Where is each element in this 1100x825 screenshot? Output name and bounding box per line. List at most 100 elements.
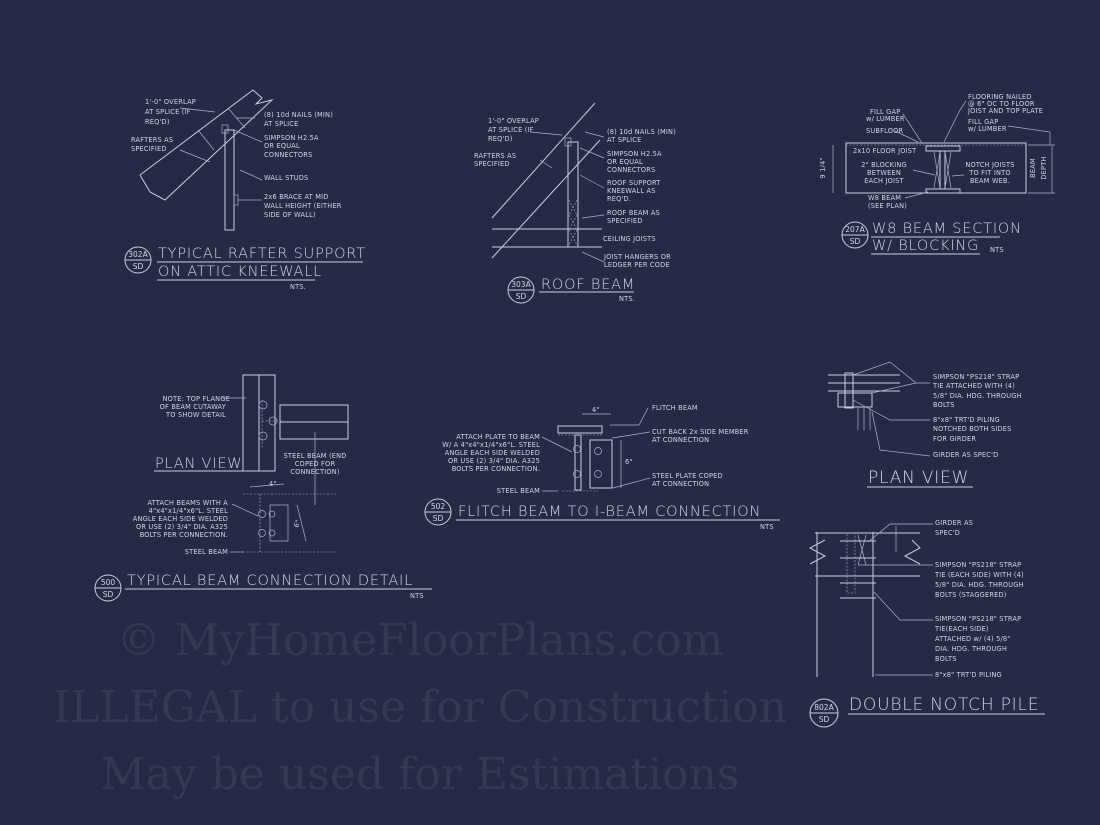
note: 2x6 BRACE AT MID: [264, 193, 329, 201]
note: ROOF SUPPORT: [607, 179, 661, 187]
note: 5/8" DIA. HDG. THROUGH: [933, 392, 1022, 400]
note: COPED FOR: [295, 460, 336, 468]
detail-title: W/ BLOCKING: [872, 238, 979, 254]
note: BOLTS: [933, 401, 955, 409]
note: NOTCHED BOTH SIDES: [933, 425, 1012, 433]
detail-title: DOUBLE NOTCH PILE: [849, 695, 1039, 715]
note: WALL HEIGHT (EITHER: [264, 202, 342, 210]
plan-view-label: PLAN VIEW: [155, 456, 242, 472]
note: AT CONNECTION: [652, 480, 709, 488]
note: BETWEEN: [867, 169, 901, 177]
detail-number: 802A: [814, 703, 834, 712]
note: CONNECTION): [290, 468, 339, 476]
note: STEEL PLATE COPED: [652, 472, 723, 480]
note: CONNECTORS: [607, 166, 655, 174]
detail-title: FLITCH BEAM TO I-BEAM CONNECTION: [458, 504, 761, 520]
note: SIMPSON "PS218" STRAP: [935, 615, 1021, 623]
note: BOLTS (STAGGERED): [935, 591, 1007, 599]
watermark-line: © MyHomeFloorPlans.com: [117, 615, 724, 666]
detail-207a: FLOORING NAILED @ 6" OC TO FLOOR JOIST A…: [819, 93, 1055, 255]
detail-502: FLITCH BEAM 4" CUT BACK 2x SIDE MEMBER A…: [424, 404, 780, 531]
note: WALL STUDS: [264, 174, 308, 182]
note: GIRDER AS: [935, 519, 973, 527]
note: SIDE OF WALL): [264, 211, 316, 219]
note: AT CONNECTION: [652, 436, 709, 444]
sheet-number: SD: [819, 715, 830, 724]
note: JOIST HANGERS OR: [603, 253, 671, 261]
note: (8) 10d NAILS (MIN): [264, 111, 333, 119]
note: REQ'D): [488, 135, 513, 143]
note: BOLTS PER CONNECTION.: [452, 465, 540, 473]
detail-number: 502: [431, 502, 446, 511]
flitch-beam-drawing: [541, 407, 651, 492]
note: w/ LUMBER: [866, 115, 905, 123]
detail-302a: 1'-0" OVERLAP AT SPLICE (IF REQ'D) RAFTE…: [124, 89, 365, 291]
note: OR EQUAL: [607, 158, 643, 166]
note: SPECIFIED: [474, 160, 510, 168]
note: ATTACH BEAMS WITH A: [147, 499, 228, 507]
note: SPECIFIED: [131, 145, 167, 153]
note: NOTCH JOISTS: [965, 161, 1014, 169]
dimension-label: 4": [592, 406, 600, 414]
beam-connection-drawing: [222, 374, 349, 553]
note: ANGLE EACH SIDE WELDED: [445, 449, 540, 457]
note: RAFTERS AS: [131, 136, 173, 144]
note: ROOF BEAM AS: [607, 209, 660, 217]
note: SIMPSON H2.5A: [264, 134, 319, 142]
note: TO SHOW DETAIL: [165, 411, 226, 419]
note: TIE(EACH SIDE): [934, 625, 989, 633]
note: NOTE: TOP FLANGE: [163, 395, 230, 403]
note: CUT BACK 2x SIDE MEMBER: [652, 428, 749, 436]
w8-beam-drawing: [832, 100, 1055, 199]
detail-number: 303A: [511, 280, 531, 289]
note: (SEE PLAN): [868, 202, 907, 210]
dimension-label: DEPTH: [1040, 156, 1048, 179]
note: LEDGER PER CODE: [604, 261, 670, 269]
sheet-number: SD: [433, 514, 444, 523]
dimension-label: 6": [292, 519, 302, 529]
watermark: © MyHomeFloorPlans.com ILLEGAL to use fo…: [53, 615, 787, 800]
note: AT SPLICE (IF: [488, 126, 534, 134]
note: CEILING JOISTS: [603, 235, 656, 243]
note: FILL GAP: [968, 118, 998, 126]
detail-802a: GIRDER AS SPEC'D SIMPSON "PS218" STRAP T…: [808, 519, 1045, 728]
note: 4"x4"x1/4"x6"L. STEEL: [149, 507, 228, 515]
note: (8) 10d NAILS (MIN): [607, 128, 676, 136]
rafter-drawing: [139, 89, 274, 231]
note: SPEC'D: [935, 529, 960, 537]
scale-label: NTS.: [619, 295, 635, 303]
note: 1'-0" OVERLAP: [145, 98, 196, 106]
note: AT SPLICE: [607, 136, 641, 144]
note: FLITCH BEAM: [652, 404, 698, 412]
scale-label: NTS.: [290, 283, 306, 291]
sheet-number: SD: [850, 237, 861, 246]
detail-title: TYPICAL BEAM CONNECTION DETAIL: [127, 573, 413, 589]
note: STEEL BEAM (END: [283, 452, 346, 460]
detail-number: 302A: [128, 250, 148, 259]
scale-label: NTS: [410, 592, 424, 600]
sheet-number: SD: [103, 590, 114, 599]
dimension-label: 9 1/4": [819, 157, 827, 178]
note: W/ A 4"x4"x1/4"x6"L. STEEL: [442, 441, 540, 449]
note: AT SPLICE: [264, 120, 298, 128]
note: FLOORING NAILED: [968, 93, 1032, 101]
roof-beam-drawing: [491, 102, 605, 263]
note: ATTACHED w/ (4) 5/8": [935, 635, 1011, 643]
plan-view-label: PLAN VIEW: [868, 468, 969, 488]
note: BOLTS PER CONNECTION.: [140, 531, 228, 539]
note: TO FIT INTO: [968, 169, 1010, 177]
note: SUBFLOOR: [866, 127, 904, 135]
detail-303a: 1'-0" OVERLAP AT SPLICE (IF REQ'D) RAFTE…: [474, 102, 676, 304]
detail-number: 207A: [845, 225, 865, 234]
note: 1'-0" OVERLAP: [488, 117, 539, 125]
note: TIE (EACH SIDE) WITH (4): [934, 571, 1024, 579]
note: 2x10 FLOOR JOIST: [853, 147, 917, 155]
detail-500: NOTE: TOP FLANGE OF BEAM CUTAWAY TO SHOW…: [94, 374, 432, 602]
note: SPECIFIED: [607, 217, 643, 225]
detail-title: ON ATTIC KNEEWALL: [158, 264, 322, 280]
detail-title: ROOF BEAM: [541, 277, 635, 293]
note: ANGLE EACH SIDE WELDED: [133, 515, 228, 523]
note: DIA. HDG. THROUGH: [935, 645, 1007, 653]
note: SIMPSON H2.5A: [607, 150, 662, 158]
